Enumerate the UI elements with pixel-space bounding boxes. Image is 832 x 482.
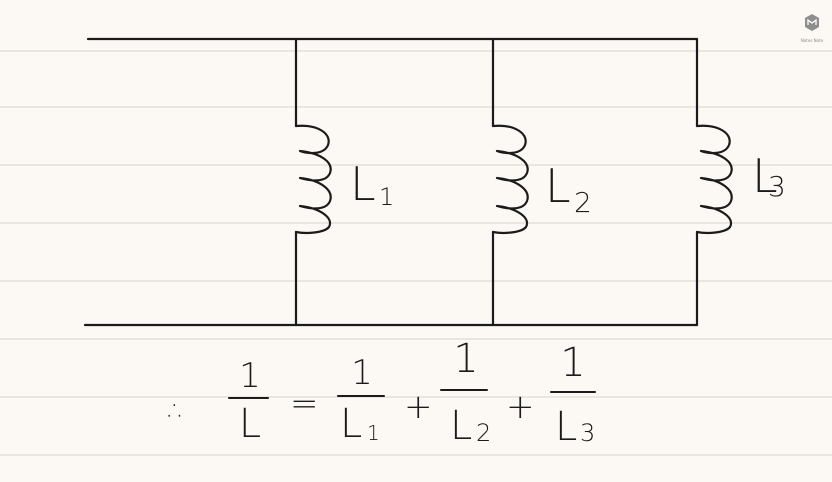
svg-text:2: 2: [574, 186, 592, 219]
inductor-1-coil: [294, 124, 332, 235]
svg-text:L: L: [555, 404, 577, 450]
fraction-lhs: 1 L: [228, 356, 269, 447]
svg-text:L: L: [350, 157, 376, 211]
svg-text:L: L: [545, 159, 571, 213]
parallel-inductance-formula: ∴ 1 L = 1 L 1 + 1 L 2 + 1 L 3: [168, 336, 596, 450]
inductor-2-coil: [491, 124, 529, 235]
inductor-3-label: L 3: [752, 149, 786, 203]
circuit-wires: [83, 37, 699, 327]
inductor-2-label: L 2: [545, 159, 592, 219]
svg-text:1: 1: [239, 356, 261, 396]
fraction-term-1: 1 L 1: [337, 353, 385, 447]
plus-sign-2: +: [506, 387, 535, 427]
svg-text:L: L: [450, 403, 472, 449]
svg-text:3: 3: [580, 419, 595, 447]
svg-text:L: L: [340, 401, 362, 447]
inductor-3-coil: [695, 124, 733, 235]
plus-sign-1: +: [404, 387, 433, 427]
svg-text:2: 2: [476, 419, 491, 447]
svg-text:1: 1: [379, 183, 394, 211]
svg-text:L: L: [752, 149, 778, 203]
logo-caption: Notes Note: [801, 38, 824, 43]
equals-sign: =: [290, 384, 319, 424]
svg-text:1: 1: [453, 336, 478, 382]
notes-app-logo-icon: Notes Note: [801, 14, 824, 43]
ruled-lines: [0, 50, 832, 456]
svg-text:1: 1: [367, 421, 380, 445]
inductor-1-label: L 1: [350, 157, 394, 211]
svg-text:L: L: [239, 401, 261, 447]
fraction-term-3: 1 L 3: [550, 340, 596, 450]
svg-text:1: 1: [560, 340, 585, 386]
svg-text:1: 1: [351, 353, 373, 393]
svg-text:3: 3: [768, 170, 786, 203]
fraction-term-2: 1 L 2: [440, 336, 491, 449]
therefore-symbol: ∴: [168, 394, 186, 427]
